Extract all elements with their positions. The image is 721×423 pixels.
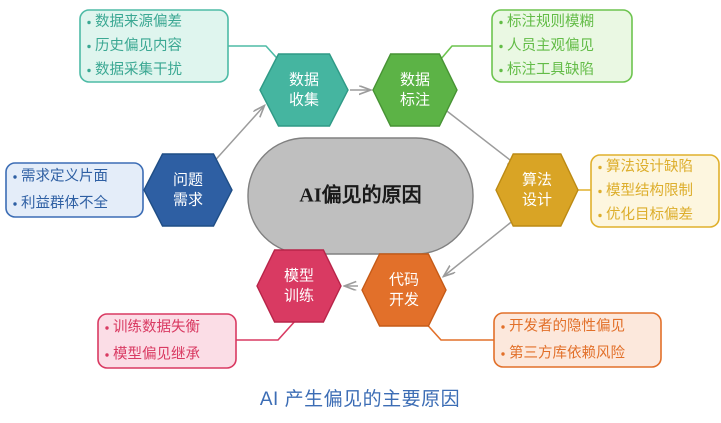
note-bullet-icon [105,326,109,330]
hex-label-line1: 问题 [173,171,203,188]
note-bullet-icon [499,68,503,73]
hex-label-line2: 收集 [289,91,319,108]
arrow-algorithm-to-code [444,214,521,276]
note-bullet-icon [598,189,602,194]
note-box-shape [491,9,633,83]
hex-label-line1: 模型 [284,267,314,284]
note-item-text: 数据采集干扰 [95,61,182,78]
note-item-text: 人员主观偏见 [507,37,594,54]
note-bullet-icon [499,44,503,49]
note-box-shape [79,9,229,83]
note-item-text: 第三方库依赖风险 [509,343,625,361]
note-item-text: 利益群体不全 [21,193,108,211]
note-bullet-icon [501,325,505,329]
note-box-shape [590,154,720,228]
center-node-label: AI偏见的原因 [299,183,421,207]
hex-label-line1: 算法 [522,170,552,188]
note-item-text: 模型结构限制 [606,182,693,199]
hex-label-line1: 数据 [400,71,430,88]
hex-label-line1: 代码 [389,271,419,288]
caption-layer: AI 产生偏见的主要原因 [260,388,460,410]
connector-code-note [422,319,495,341]
hex-label-line2: 开发 [389,291,419,308]
note-bullet-icon [87,20,91,25]
note-box-shape [97,313,237,369]
note-bullet-icon [499,20,503,25]
note-item-text: 模型偏见继承 [113,345,200,362]
note-item-text: 开发者的隐性偏见 [509,317,625,334]
note-bullet-icon [598,213,602,218]
arrow-annotation-to-algorithm [442,107,519,167]
hex-shape [372,53,458,127]
note-box-shape [493,312,662,368]
note-bullet-icon [501,352,505,356]
hex-label-line2: 需求 [173,191,203,208]
note-bullet-icon [105,353,109,357]
hex-label-line2: 训练 [284,287,314,304]
note-bullet-icon [87,44,91,49]
center-node-layer: AI偏见的原因 [247,137,474,255]
connector-training-note [235,319,297,341]
hex-shape [361,253,447,327]
note-bullet-icon [87,68,91,73]
hex-shape [259,53,349,127]
hex-shape [143,153,233,227]
hex-label-line1: 数据 [289,71,319,88]
note-bullet-icon [13,175,17,179]
flow-arrows-layer [209,90,521,286]
diagram-caption: AI 产生偏见的主要原因 [260,388,460,410]
note-item-text: 算法设计缺陷 [606,158,693,175]
note-item-text: 优化目标偏差 [606,206,693,223]
note-item-text: 历史偏见内容 [95,37,182,54]
hex-label-line2: 标注 [400,91,430,108]
note-box-shape [5,162,144,218]
note-item-text: 训练数据失衡 [113,318,200,335]
hex-shape [256,249,342,323]
hex-label-line2: 设计 [522,191,552,208]
hex-shape [495,153,579,227]
note-bullet-icon [598,165,602,170]
note-item-text: 需求定义片面 [21,167,108,184]
arrow-problem-to-collection [209,106,264,167]
node-algorithm-design[interactable]: 算法设计 [495,153,579,227]
note-item-text: 标注工具缺陷 [507,61,594,78]
note-item-text: 数据来源偏差 [95,13,182,30]
note-bullet-icon [13,202,17,206]
center-node-shape[interactable] [247,137,474,255]
note-item-text: 标注规则模糊 [507,13,594,30]
